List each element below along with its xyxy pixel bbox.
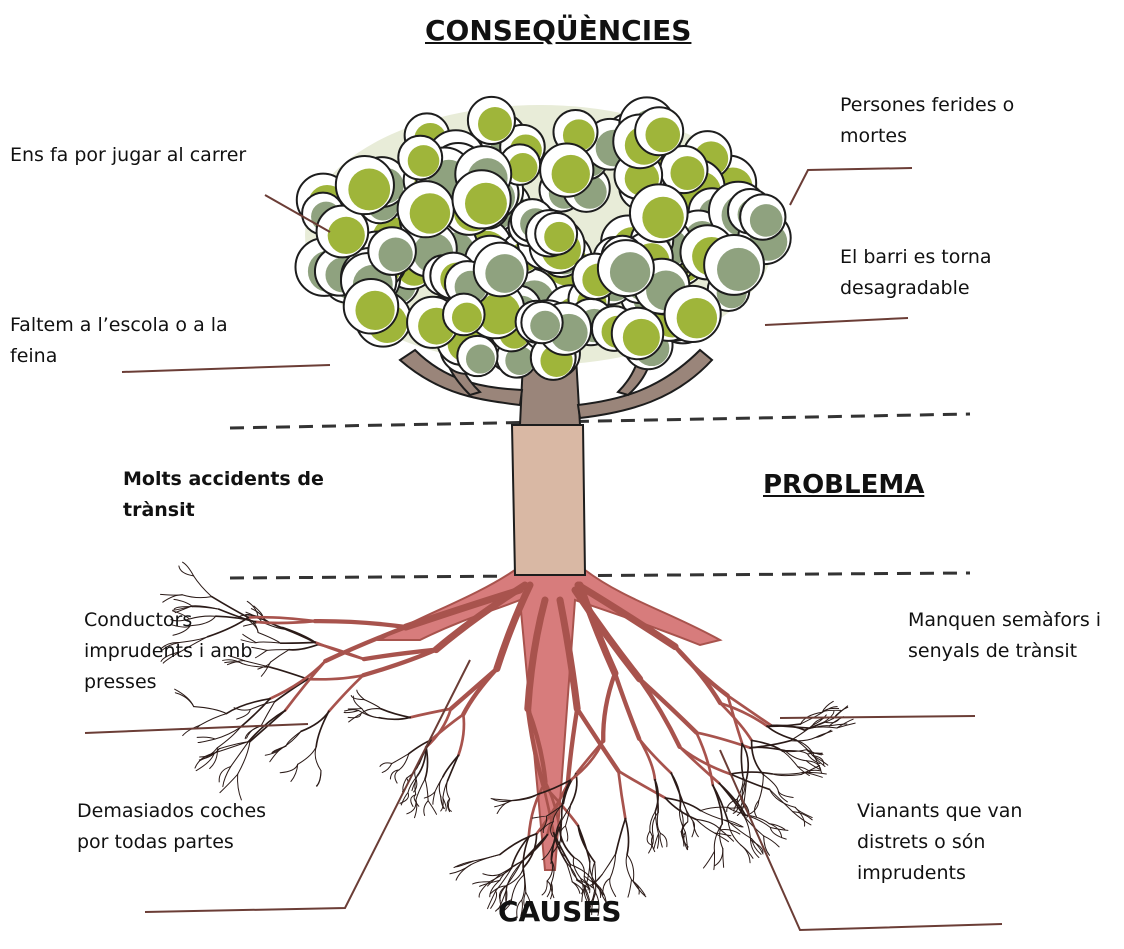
leaf-cluster [739,193,787,241]
leaf-cluster [367,226,417,276]
tree-trunk [510,424,587,576]
leaf-cluster [472,241,529,298]
tree-crown [294,95,792,381]
upper-dashed-divider [229,412,971,430]
leaf-cluster [520,300,564,345]
leaf-cluster [396,180,455,239]
cause-reckless-drivers: Conductors imprudents i amb presses [84,609,253,693]
leaf-cluster [342,278,400,335]
problem-heading: PROBLEMA [763,470,925,500]
leaf-cluster [628,183,689,244]
lower-dashed-divider [229,571,971,580]
cause-missing-signals: Manquen semàfors i senyals de trànsit [908,609,1102,662]
consequence-unpleasant-neighbourhood: El barri es torna desagradable [840,246,992,299]
leaf-cluster [663,284,722,344]
problem-text: Molts accidents de trànsit [123,468,324,521]
leaf-cluster [596,239,655,298]
cause-too-many-cars: Demasiados coches por todas partes [77,800,267,853]
leaf-cluster [334,155,395,216]
consequences-heading: CONSEQÜÈNCIES [425,14,692,47]
consequence-injured-people: Persones ferides o mortes [840,94,1015,147]
leaf-cluster [442,292,486,337]
leaf-cluster [534,211,579,256]
causes-heading: CAUSES [498,895,622,928]
consequence-missing-school: Faltem a l’escola o a la feina [10,314,228,367]
leaf-cluster [456,334,499,378]
leaf-cluster [466,95,516,146]
leaf-cluster [451,169,512,230]
leaf-cluster [703,234,765,296]
leaf-cluster [634,106,685,157]
tree-roots [159,561,856,919]
leaf-cluster [397,134,444,181]
leaf-cluster [539,142,595,198]
leader-lines [84,167,1003,932]
cause-distracted-pedestrians: Vianants que van distrets o són impruden… [857,800,1023,884]
leaf-cluster [610,306,665,361]
leaf-cluster [315,204,370,259]
consequence-fear-playing: Ens fa por jugar al carrer [10,144,247,166]
